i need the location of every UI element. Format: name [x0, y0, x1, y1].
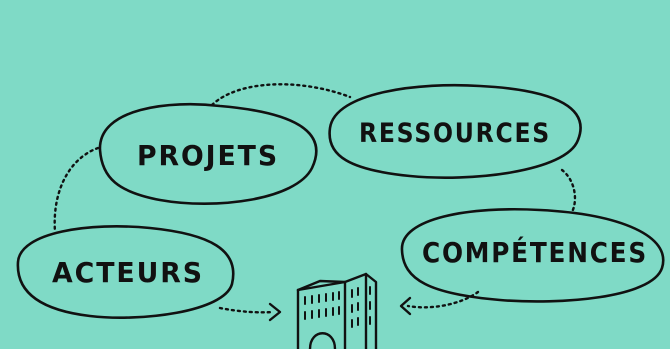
node-outline-acteurs	[16, 225, 235, 319]
arrowhead-left	[399, 296, 412, 316]
node-outline-ressources	[328, 83, 582, 179]
node-label-acteurs: ACTEURS	[52, 256, 204, 289]
connector-acteurs-building	[218, 306, 274, 314]
arrowhead-right	[268, 302, 282, 322]
connector-projets-ressources	[210, 83, 352, 107]
node-outline-projets	[98, 102, 318, 205]
node-label-ressources: RESSOURCES	[359, 118, 551, 149]
node-label-competences: COMPÉTENCES	[422, 235, 648, 269]
connector-ressources-competences	[560, 168, 577, 214]
node-outline-competences	[400, 207, 665, 303]
node-label-projets: PROJETS	[137, 139, 279, 172]
connector-projets-acteurs	[53, 146, 100, 234]
connector-competences-building	[406, 290, 480, 309]
building-icon	[296, 272, 378, 349]
